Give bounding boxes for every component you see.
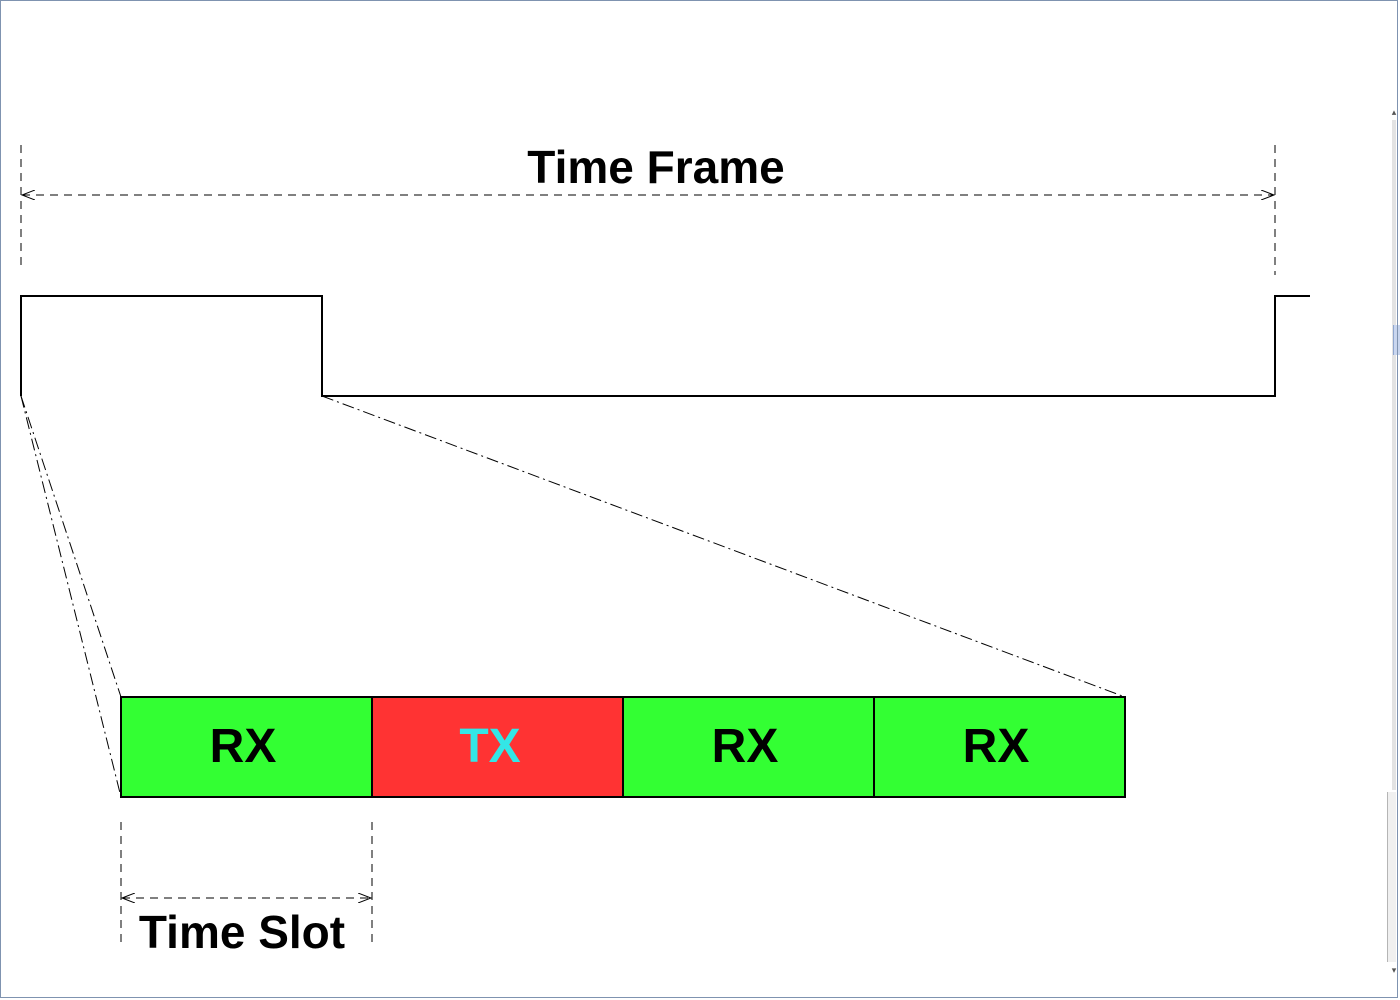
slot-label-tx: TX (459, 720, 520, 773)
zoom-line-outer (20, 395, 122, 798)
zoom-line-right (321, 395, 1126, 698)
scroll-track[interactable] (1392, 120, 1396, 790)
vertical-scrollbar[interactable]: ▴ ▾ (1386, 0, 1400, 998)
slot-label-rx-3: RX (963, 720, 1030, 773)
slot-row: RX TX RX RX (120, 696, 1126, 798)
chevron-down-icon[interactable]: ▾ (1391, 966, 1397, 976)
zoom-lines (20, 395, 1126, 798)
time-frame-dimension: Time Frame (20, 141, 1276, 275)
slot-box-rx-3 (873, 696, 1126, 798)
time-slot-label: Time Slot (139, 906, 345, 958)
scroll-track-lower[interactable] (1387, 792, 1396, 962)
time-slot-dimension: Time Slot (120, 822, 373, 958)
slot-box-rx-2 (622, 696, 875, 798)
time-frame-label: Time Frame (527, 141, 784, 193)
slot-box-rx-1 (120, 696, 373, 798)
zoom-line-inner (20, 395, 122, 698)
scroll-thumb[interactable] (1393, 325, 1400, 355)
slot-box-tx (371, 696, 624, 798)
slot-label-rx-2: RX (712, 720, 779, 773)
slot-label-rx-1: RX (210, 720, 277, 773)
frame-waveform (20, 295, 1310, 397)
chevron-up-icon[interactable]: ▴ (1391, 108, 1397, 118)
